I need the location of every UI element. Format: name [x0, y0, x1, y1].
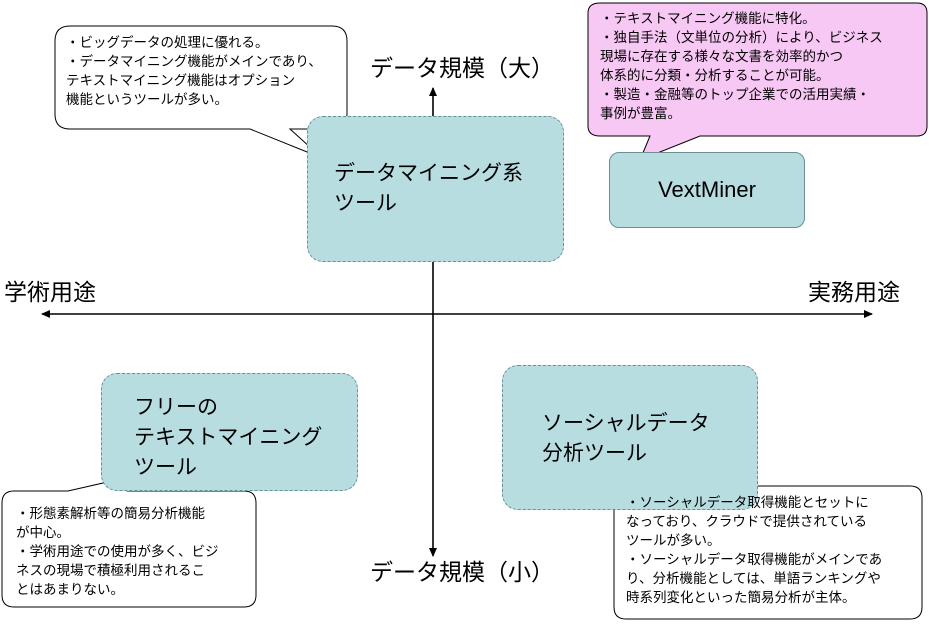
callout-text-top-left: ・ビッグデータの処理に優れる。 ・データマイニング機能がメインであり、 テキスト… — [66, 35, 322, 108]
quadrant-label-data-mining: データマイニング系 ツール — [334, 161, 523, 215]
quadrant-label-social-data: ソーシャルデータ 分析ツール — [542, 411, 710, 465]
callout-text-top-right: ・テキストマイニング機能に特化。 ・独自手法（文単位の分析）により、ビジネス 現… — [600, 11, 883, 122]
axis-label-left: 学術用途 — [4, 280, 96, 306]
callout-bubble-top-left — [54, 25, 348, 159]
quadrant-box-social-data — [502, 365, 758, 510]
quadrant-label-vextminer: VextMiner — [658, 177, 756, 202]
axis-label-top: データ規模（大） — [370, 56, 554, 82]
quadrant-box-free-text-mining — [101, 373, 358, 491]
callout-bubble-top-right — [587, 2, 928, 161]
quadrant-box-data-mining — [307, 116, 564, 262]
callout-bubble-bottom-left — [1, 469, 257, 608]
quadrant-box-vextminer: VextMiner — [609, 152, 805, 228]
axis-label-bottom: データ規模（小） — [370, 560, 554, 586]
callout-text-bottom-left: ・形態素解析等の簡易分析機能 が中心。 ・学術用途での使用が多く、ビジ ネスの現… — [16, 506, 219, 598]
callout-text-bottom-right: ・ソーシャルデータ取得機能とセットに なっており、クラウドで提供されている ツー… — [626, 495, 883, 606]
axis-label-right: 実務用途 — [808, 280, 900, 306]
quadrant-label-free-text-mining: フリーの テキストマイニング ツール — [134, 395, 323, 479]
